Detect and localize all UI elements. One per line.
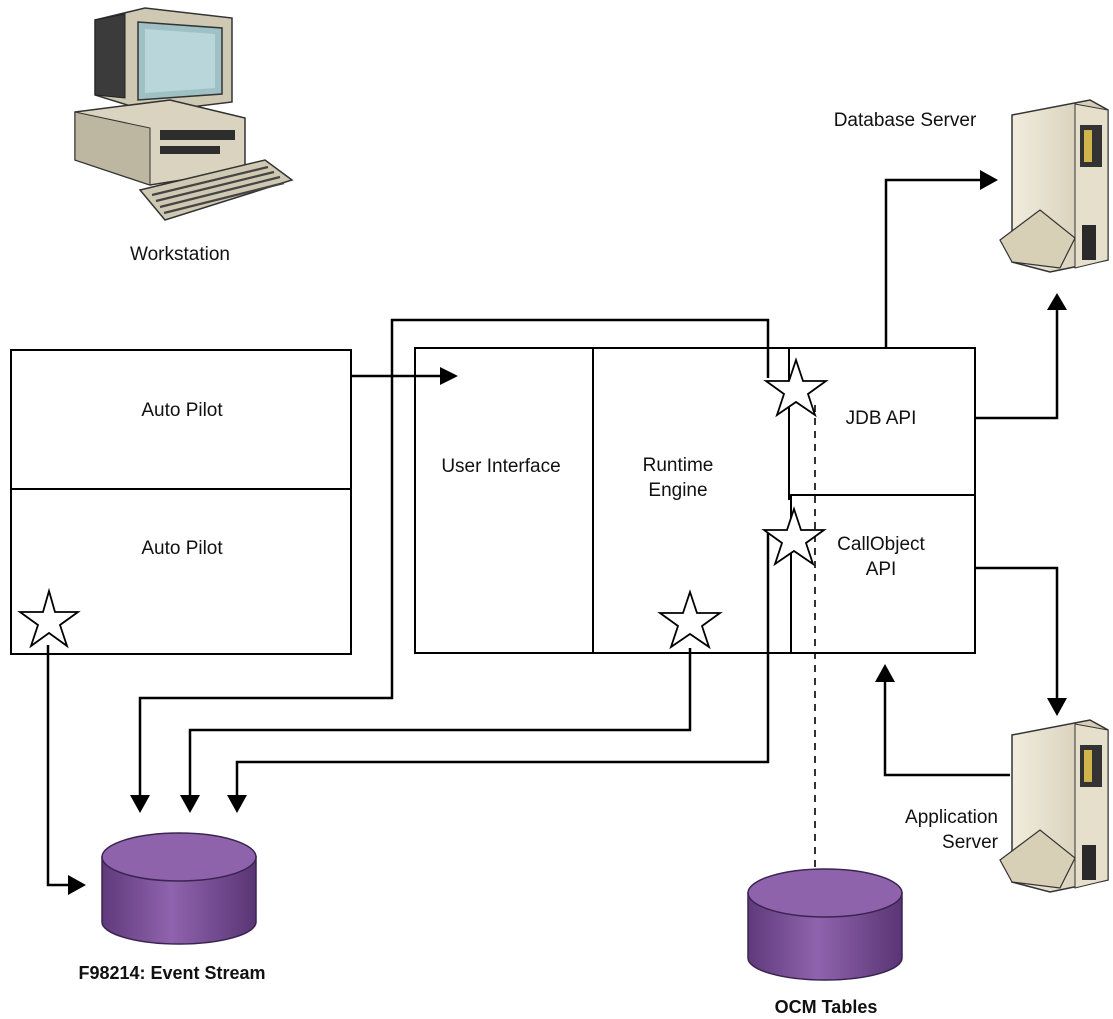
autopilot-box: [10, 349, 352, 655]
runtime-event-line: [188, 648, 692, 797]
database-server-icon: [999, 99, 1109, 273]
event-stream-database-icon: [101, 832, 257, 945]
star-icon: [761, 506, 827, 567]
star-icon: [763, 357, 829, 418]
callobject-to-appserver-arrow: [975, 566, 1059, 700]
jdb-to-database-arrow: [884, 178, 982, 348]
jdb-api-label: JDB API: [846, 408, 917, 429]
workstation-label: Workstation: [130, 244, 230, 265]
application-server-icon: [999, 719, 1109, 893]
ocm-tables-label: OCM Tables: [775, 997, 878, 1017]
jdb-event-line: [138, 318, 770, 797]
runtime-engine-label-line2: Engine: [648, 480, 707, 501]
workstation-icon: [74, 7, 294, 221]
autopilot-top-label: Auto Pilot: [141, 400, 223, 421]
database-to-jdb-arrow: [975, 308, 1059, 420]
appserver-to-callobject-arrow: [883, 680, 1010, 777]
runtime-engine-label-line1: Runtime: [643, 455, 714, 476]
ocm-tables-database-icon: [747, 868, 903, 981]
callobject-api-label-line2: API: [866, 559, 897, 580]
callobject-api-label-line1: CallObject: [837, 534, 925, 555]
client-runtime-box: [414, 347, 976, 654]
callobject-event-line: [235, 530, 770, 797]
user-interface-label: User Interface: [441, 456, 560, 477]
autopilot-event-line: [46, 645, 70, 887]
database-server-label: Database Server: [834, 110, 977, 131]
application-server-label-line2: Server: [942, 832, 999, 853]
application-server-label-line1: Application: [905, 807, 998, 828]
star-icon: [17, 587, 81, 649]
star-icon: [657, 589, 723, 650]
event-stream-label: F98214: Event Stream: [78, 963, 265, 983]
autopilot-bottom-label: Auto Pilot: [141, 538, 223, 559]
